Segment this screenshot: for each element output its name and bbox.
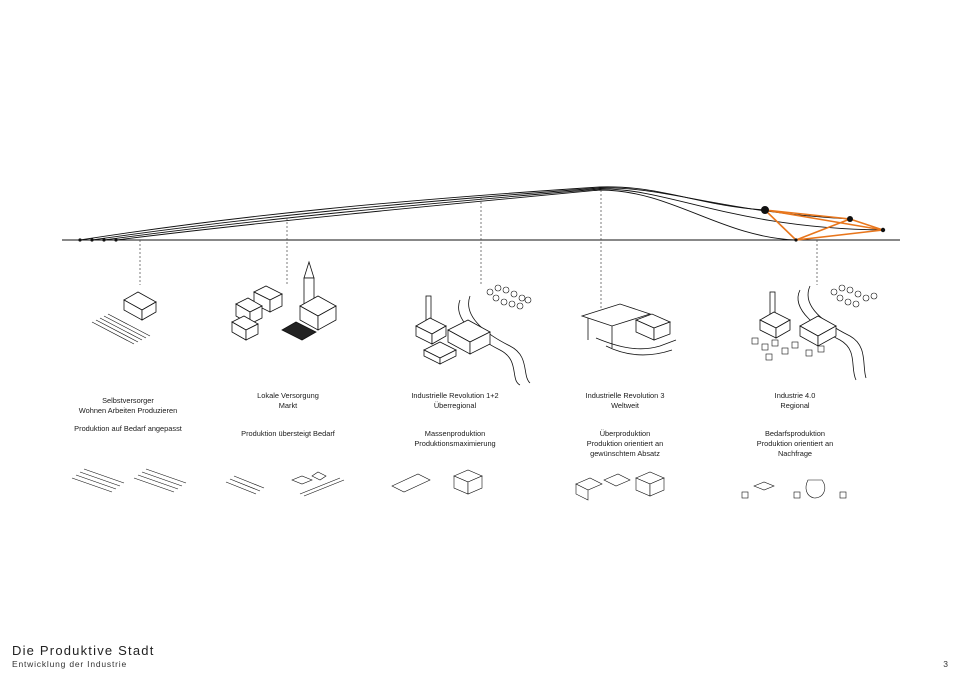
industrielle-revolution-illustration [415,284,532,386]
era-subtitle: Markt [278,401,298,410]
era-industrielle-revolution-3: Industrielle Revolution 3 Weltweit Überp… [550,391,700,459]
era-subtitle: Regional [780,401,810,410]
era-description: Bedarfsproduktion [765,429,825,438]
document-title: Die Produktive Stadt [12,643,155,658]
era-markers [139,190,818,312]
era-lokale-versorgung: Lokale Versorgung Markt Produktion übers… [213,391,363,439]
era-description: Produktion übersteigt Bedarf [241,429,335,438]
lokale-versorgung-illustration [231,260,337,341]
era-subtitle: Weltweit [611,401,639,410]
market-goods-icon [225,471,345,497]
era-description: Produktionsmaximierung [414,439,496,448]
era-description: Nachfrage [777,449,813,458]
industrie-4-illustration [751,284,878,381]
era-industrie-4-0: Industrie 4.0 Regional Bedarfsproduktion… [720,391,870,459]
document-subtitle: Entwicklung der Industrie [12,659,127,669]
era-title: Lokale Versorgung [257,391,319,400]
growth-curves [79,186,884,241]
page-number: 3 [943,659,948,669]
demand-production-icon [741,479,847,499]
era-description: Produktion orientiert an [756,439,834,448]
product-icons [71,468,847,501]
field-icon [71,468,187,493]
weltweit-illustration [580,303,677,356]
era-title: Industrie 4.0 [774,391,816,400]
era-description: gewünschtem Absatz [590,449,660,458]
era-description: Massenproduktion [424,429,486,438]
era-description: Überproduktion [599,429,651,438]
era-title: Industrielle Revolution 1+2 [411,391,499,400]
start-dots [78,238,118,242]
era-industrielle-revolution-1-2: Industrielle Revolution 1+2 Überregional… [380,391,530,449]
era-subtitle: Überregional [433,401,477,410]
selbstversorger-illustration [91,291,157,345]
era-description: Produktion orientiert an [586,439,664,448]
regional-network [764,209,884,241]
era-description: Produktion auf Bedarf angepasst [74,424,182,433]
era-selbstversorger: Selbstversorger Wohnen Arbeiten Produzie… [53,396,203,434]
era-title: Selbstversorger [102,396,154,405]
era-title: Industrielle Revolution 3 [585,391,665,400]
network-nodes [761,206,886,242]
overproduction-icon [575,471,665,501]
era-subtitle: Wohnen Arbeiten Produzieren [78,406,178,415]
mass-production-icon [391,469,483,495]
